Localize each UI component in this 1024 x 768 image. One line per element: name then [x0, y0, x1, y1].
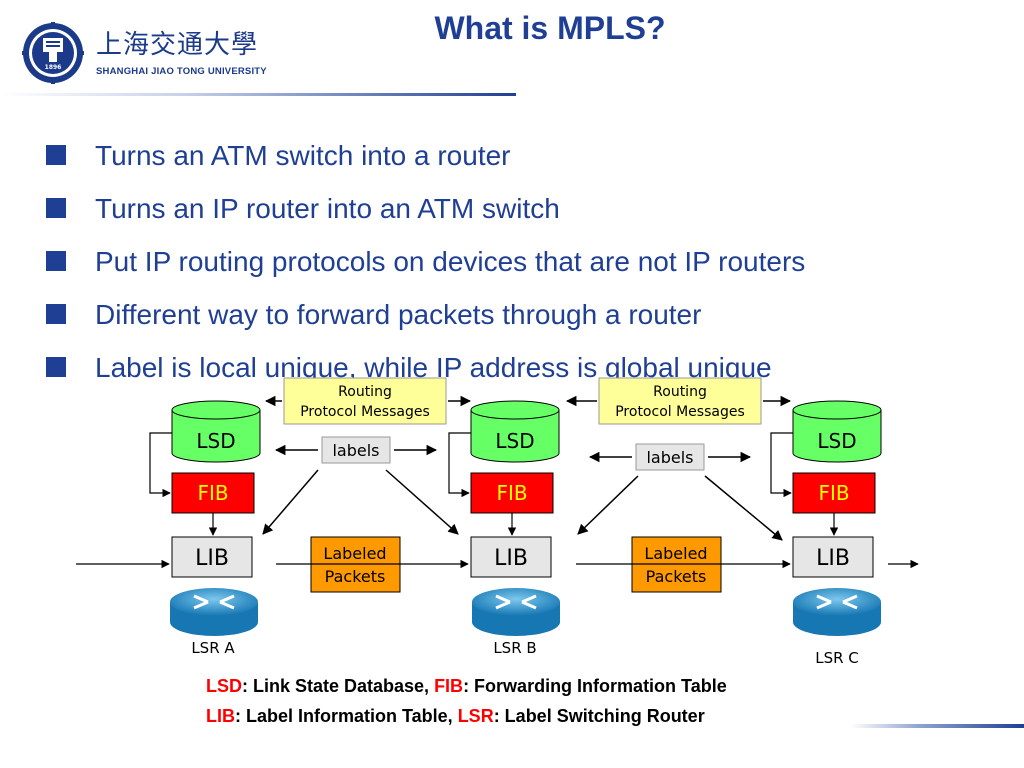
university-seal-icon: 1896 — [22, 22, 84, 84]
bullet-square-icon — [46, 145, 66, 165]
lsr-name: LSR C — [815, 649, 859, 667]
legend-definition: : Label Switching Router — [493, 706, 705, 726]
lsr-b: LSD FIB LIB LSR B — [448, 400, 560, 657]
bullet-item: Different way to forward packets through… — [46, 301, 701, 329]
bullet-item: Turns an IP router into an ATM switch — [46, 195, 560, 223]
legend-abbr: LIB — [206, 706, 235, 726]
university-name-chinese: 上海交通大學 — [96, 30, 259, 60]
university-logo: 1896 上海交通大學 SHANGHAI JIAO TONG UNIVERSIT… — [22, 20, 267, 84]
lsd-database-icon: LSD — [171, 400, 261, 463]
bullet-text: Put IP routing protocols on devices that… — [95, 246, 806, 277]
lib-label: LIB — [816, 546, 850, 571]
legend-abbr: FIB — [434, 676, 464, 696]
lsd-database-icon: LSD — [792, 400, 882, 463]
lib-label: LIB — [195, 546, 229, 571]
routing-messages-line2: Protocol Messages — [300, 404, 430, 420]
fib-label: FIB — [496, 481, 527, 505]
bullet-text: Turns an ATM switch into a router — [95, 140, 511, 171]
labeled-packets-line1: Labeled — [644, 544, 707, 563]
footer-divider — [850, 724, 1024, 728]
lsd-database-icon: LSD — [470, 400, 560, 463]
lsr-a: LSD FIB LIB LSR A — [149, 400, 261, 657]
bullet-text: Different way to forward packets through… — [95, 299, 702, 330]
router-icon — [793, 588, 881, 636]
labels-text: labels — [646, 448, 693, 467]
bullet-text: Turns an IP router into an ATM switch — [95, 193, 560, 224]
bullet-square-icon — [46, 251, 66, 271]
bullet-item: Label is local unique, while IP address … — [46, 354, 772, 382]
routing-messages-line1: Routing — [338, 384, 392, 400]
labels-box-bc: labels — [635, 443, 705, 471]
bullet-square-icon — [46, 357, 66, 377]
lib-box: LIB — [470, 536, 552, 578]
lib-box: LIB — [792, 536, 874, 578]
bullet-square-icon — [46, 304, 66, 324]
routing-messages-line2: Protocol Messages — [615, 404, 745, 420]
labels-text: labels — [332, 441, 379, 460]
bullet-square-icon — [46, 198, 66, 218]
lsd-label: LSD — [196, 429, 235, 453]
legend-line-2: LIB: Label Information Table, LSR: Label… — [206, 706, 705, 727]
fib-box: FIB — [470, 472, 554, 514]
fib-label: FIB — [197, 481, 228, 505]
title-divider — [0, 93, 516, 96]
bullet-text: Label is local unique, while IP address … — [95, 352, 772, 383]
legend-definition: : Label Information Table, — [235, 706, 458, 726]
page-title: What is MPLS? — [434, 10, 666, 46]
university-name-english: SHANGHAI JIAO TONG UNIVERSITY — [96, 66, 267, 77]
legend-abbr: LSR — [457, 706, 494, 726]
labeled-packets-line1: Labeled — [323, 544, 386, 563]
router-icon — [472, 588, 560, 636]
bullet-item: Turns an ATM switch into a router — [46, 142, 511, 170]
legend-definition: : Link State Database, — [242, 676, 435, 696]
lsr-name: LSR B — [493, 639, 536, 657]
legend-definition: : Forwarding Information Table — [463, 676, 727, 696]
routing-messages-box-bc: Routing Protocol Messages — [598, 377, 762, 425]
labeled-packets-line2: Packets — [325, 567, 386, 586]
labels-box-ab: labels — [321, 436, 391, 464]
lib-box: LIB — [171, 536, 253, 578]
routing-messages-box-ab: Routing Protocol Messages — [283, 377, 447, 425]
router-icon — [170, 588, 258, 636]
routing-messages-line1: Routing — [653, 384, 707, 400]
lsd-label: LSD — [495, 429, 534, 453]
lsd-label: LSD — [817, 429, 856, 453]
bullet-item: Put IP routing protocols on devices that… — [46, 248, 805, 276]
legend-line-1: LSD: Link State Database, FIB: Forwardin… — [206, 676, 727, 697]
lib-label: LIB — [494, 546, 528, 571]
fib-box: FIB — [171, 472, 255, 514]
lsr-c: LSD FIB LIB LSR C — [770, 400, 882, 667]
seal-year: 1896 — [45, 64, 62, 71]
fib-label: FIB — [818, 481, 849, 505]
fib-box: FIB — [792, 472, 876, 514]
lsr-name: LSR A — [191, 639, 235, 657]
legend-abbr: LSD — [206, 676, 242, 696]
labeled-packets-line2: Packets — [646, 567, 707, 586]
